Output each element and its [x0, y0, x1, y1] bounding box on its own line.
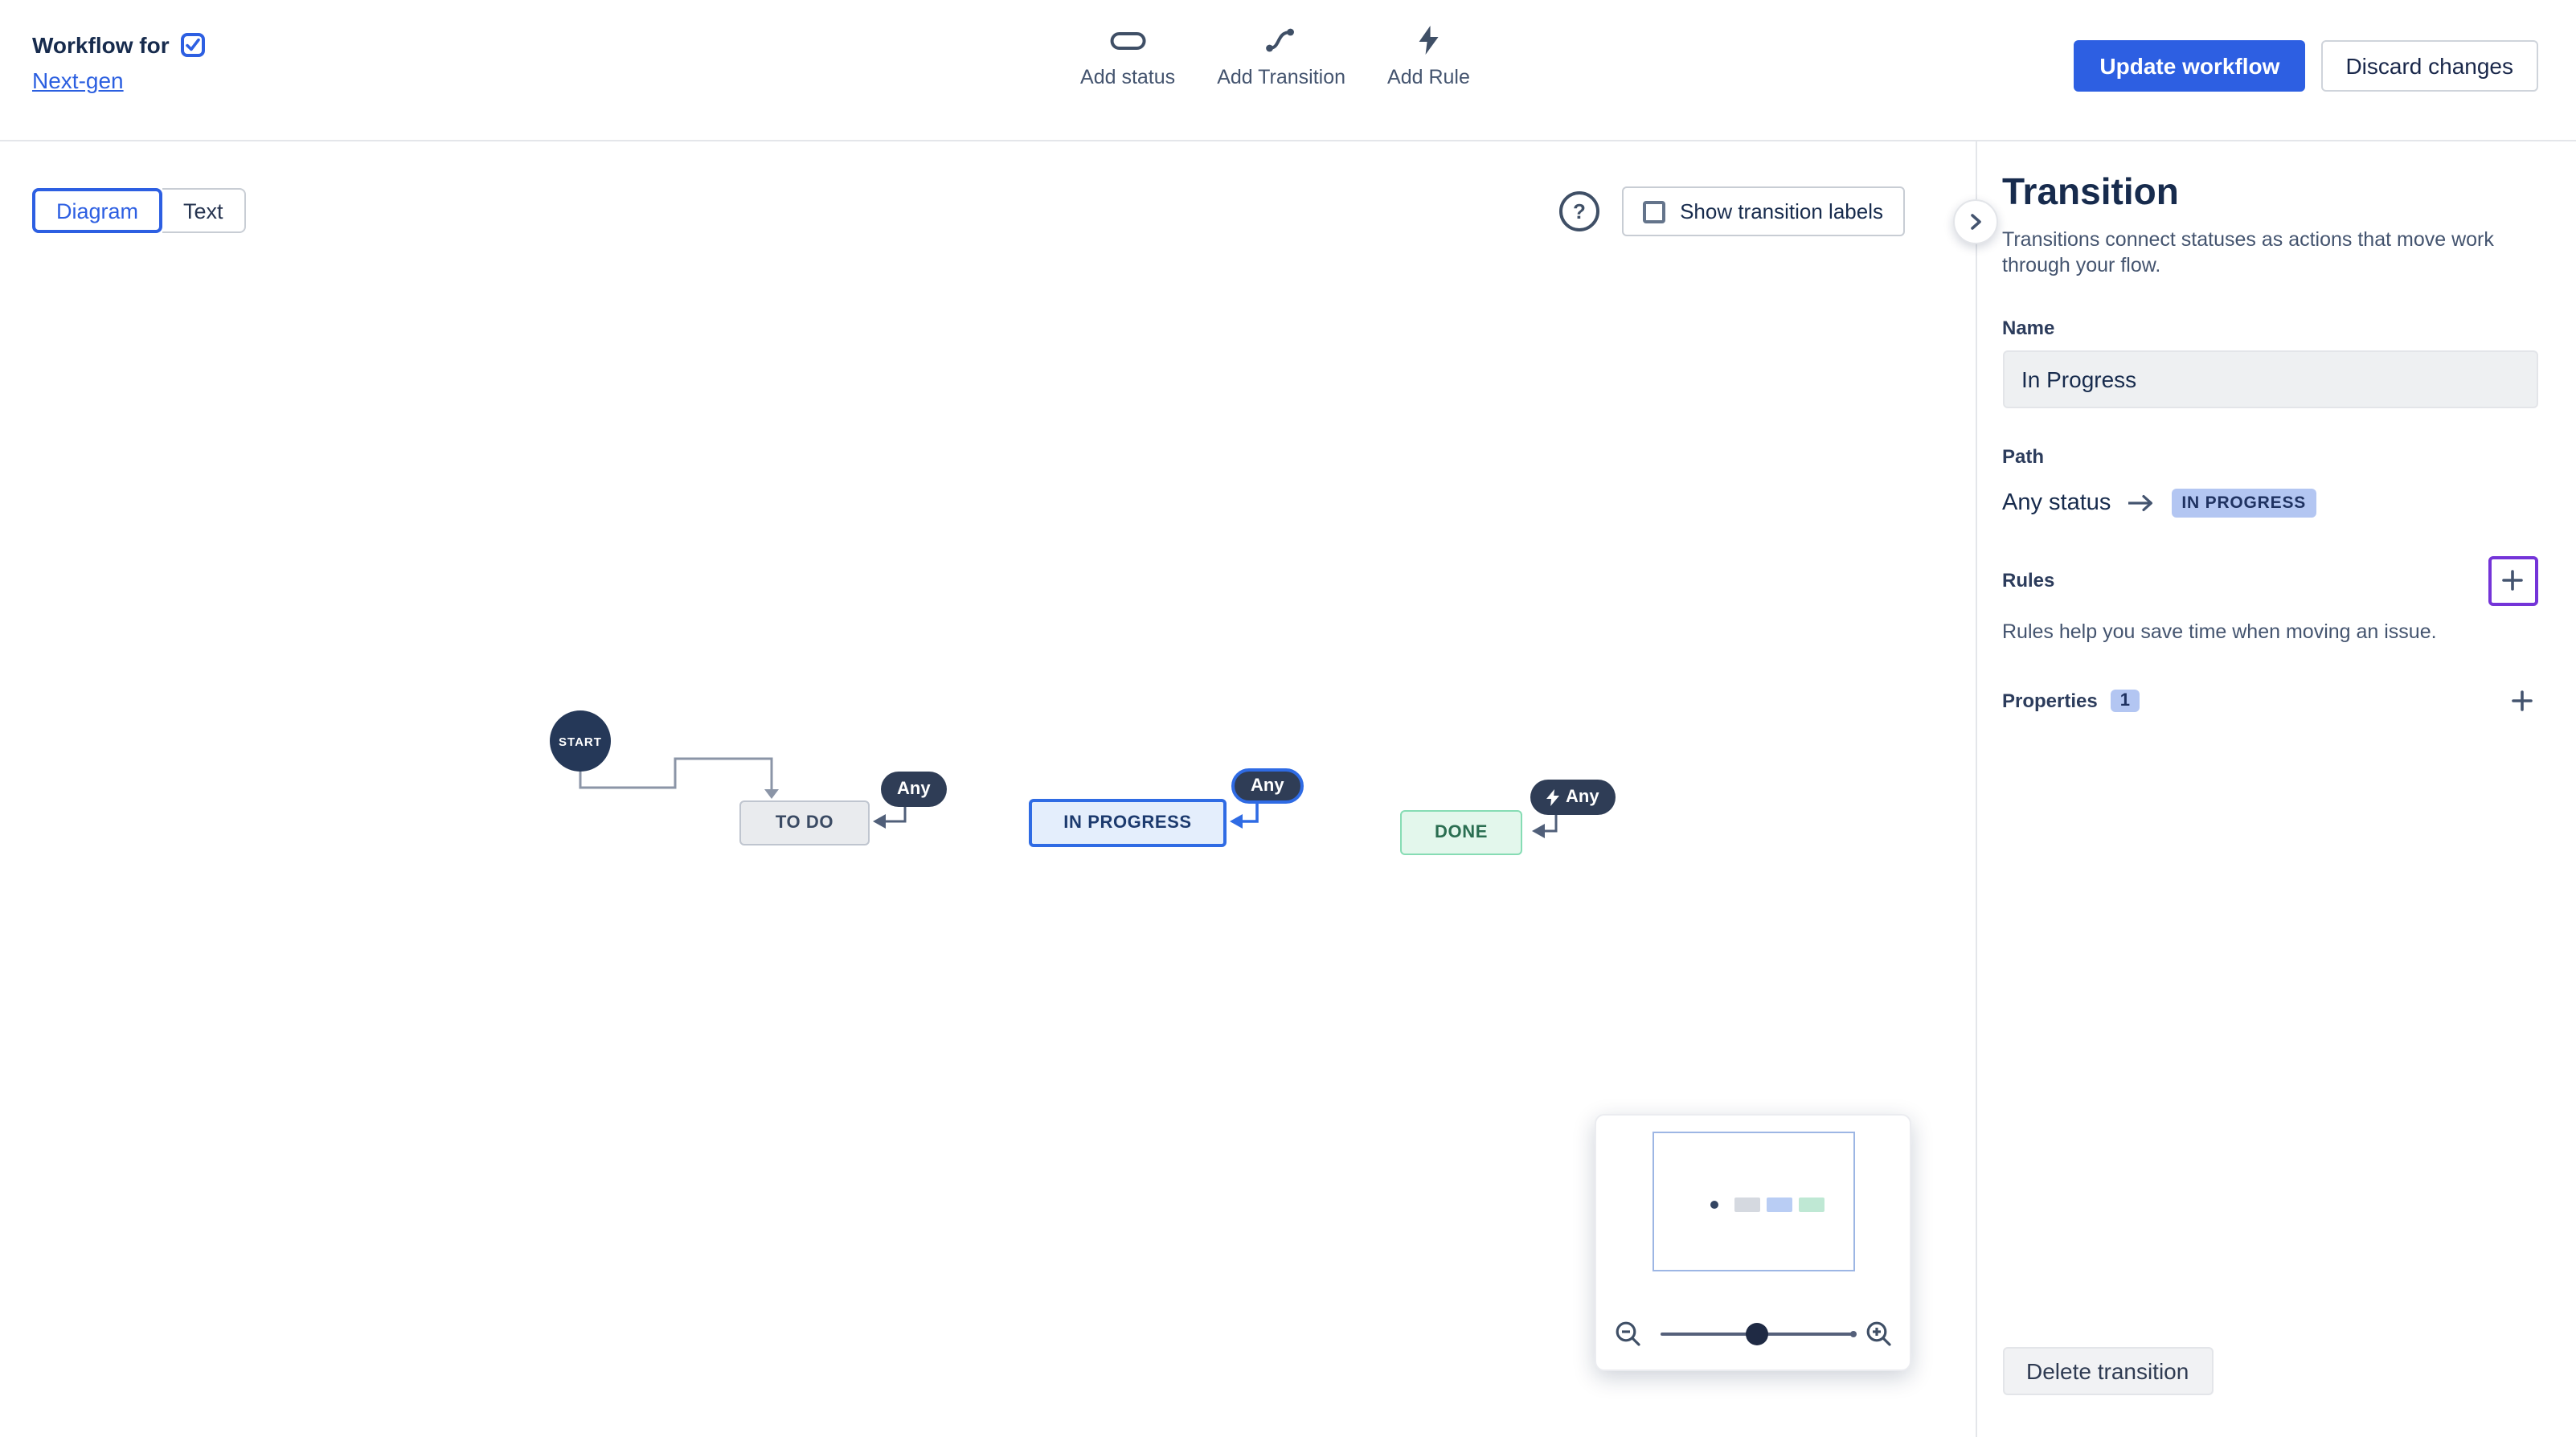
rules-help-text: Rules help you save time when moving an … — [2002, 620, 2537, 642]
properties-label: Properties — [2002, 689, 2098, 711]
workflow-title-block: Workflow for Next-gen — [32, 32, 207, 96]
show-transition-labels-checkbox[interactable] — [1643, 200, 1665, 223]
transition-pill-label: Any — [897, 780, 931, 799]
done-loop-arrow — [1532, 812, 1556, 838]
rules-label: Rules — [2002, 569, 2054, 592]
collapse-panel-button[interactable] — [1952, 199, 1997, 244]
add-rule-plus-button[interactable] — [2488, 555, 2537, 605]
minimap-todo-node — [1734, 1198, 1759, 1212]
minimap[interactable] — [1594, 1114, 1910, 1371]
path-status-badge: IN PROGRESS — [2172, 488, 2316, 517]
checked-checkbox-icon — [181, 32, 207, 58]
status-node-todo[interactable]: TO DO — [739, 800, 870, 845]
add-rule-button[interactable]: Add Rule — [1387, 23, 1470, 88]
transition-pill-label: Any — [1566, 788, 1599, 807]
status-node-done[interactable]: DONE — [1400, 810, 1522, 855]
tab-diagram[interactable]: Diagram — [32, 188, 162, 233]
rules-section-header: Rules — [2002, 555, 2537, 605]
transition-pill-any-todo[interactable]: Any — [881, 772, 947, 807]
minimap-viewport[interactable] — [1652, 1132, 1854, 1271]
minimap-done-node — [1798, 1198, 1824, 1212]
name-label: Name — [2002, 316, 2537, 338]
tab-text[interactable]: Text — [162, 188, 246, 233]
help-icon: ? — [1573, 199, 1586, 223]
add-status-label: Add status — [1080, 66, 1175, 88]
zoom-out-icon[interactable] — [1613, 1320, 1642, 1357]
start-node[interactable]: START — [550, 710, 611, 772]
minimap-in-progress-node — [1766, 1198, 1792, 1212]
lightning-icon — [1414, 23, 1443, 58]
path-row: Any status IN PROGRESS — [2002, 488, 2537, 517]
main-area: Diagram Text ? Show transition labels — [0, 141, 2576, 1437]
properties-section-header: Properties 1 — [2002, 684, 2537, 716]
add-rule-label: Add Rule — [1387, 66, 1470, 88]
zoom-slider-handle[interactable] — [1745, 1323, 1767, 1345]
add-property-button[interactable] — [2505, 684, 2537, 716]
page-title: Workflow for — [32, 32, 170, 58]
app-header: Workflow for Next-gen Add status — [0, 0, 2576, 141]
project-link[interactable]: Next-gen — [32, 68, 124, 93]
minimap-start-dot — [1710, 1201, 1718, 1209]
transition-pill-any-in-progress[interactable]: Any — [1231, 768, 1304, 804]
add-transition-button[interactable]: Add Transition — [1217, 23, 1345, 88]
toolbar: Add status Add Transition — [1080, 23, 1470, 88]
lightning-icon — [1546, 788, 1559, 806]
start-to-todo-connector — [580, 759, 779, 799]
show-transition-labels-label: Show transition labels — [1680, 199, 1883, 223]
view-mode-toggle: Diagram Text — [32, 188, 246, 233]
delete-transition-button[interactable]: Delete transition — [2002, 1347, 2213, 1395]
workflow-canvas[interactable]: Diagram Text ? Show transition labels — [0, 141, 1976, 1437]
arrow-right-icon — [2127, 493, 2156, 512]
panel-title: Transition — [2002, 170, 2537, 214]
status-node-in-progress[interactable]: IN PROGRESS — [1029, 799, 1227, 847]
zoom-slider-end-dot — [1849, 1331, 1856, 1337]
transition-detail-panel: Transition Transitions connect statuses … — [1976, 141, 2576, 1437]
transition-name-input[interactable] — [2002, 350, 2537, 407]
status-icon — [1108, 23, 1147, 58]
discard-changes-button[interactable]: Discard changes — [2321, 40, 2537, 92]
add-transition-label: Add Transition — [1217, 66, 1345, 88]
transition-icon — [1263, 23, 1299, 58]
header-actions: Update workflow Discard changes — [2074, 40, 2537, 92]
help-button[interactable]: ? — [1559, 191, 1599, 231]
zoom-controls — [1595, 1318, 1909, 1350]
transition-pill-label: Any — [1251, 776, 1284, 796]
properties-count-badge: 1 — [2111, 689, 2140, 711]
add-status-button[interactable]: Add status — [1080, 23, 1175, 88]
zoom-in-icon[interactable] — [1864, 1320, 1893, 1357]
plus-icon — [2508, 687, 2534, 713]
update-workflow-button[interactable]: Update workflow — [2074, 40, 2305, 92]
panel-description: Transitions connect statuses as actions … — [2002, 227, 2500, 279]
plus-icon — [2500, 567, 2525, 593]
path-label: Path — [2002, 444, 2537, 467]
transition-pill-any-done[interactable]: Any — [1530, 780, 1616, 815]
inprogress-loop-arrow — [1230, 802, 1257, 829]
chevron-right-icon — [1962, 209, 1988, 235]
show-transition-labels-toggle[interactable]: Show transition labels — [1622, 186, 1904, 236]
path-from-text: Any status — [2002, 489, 2111, 515]
